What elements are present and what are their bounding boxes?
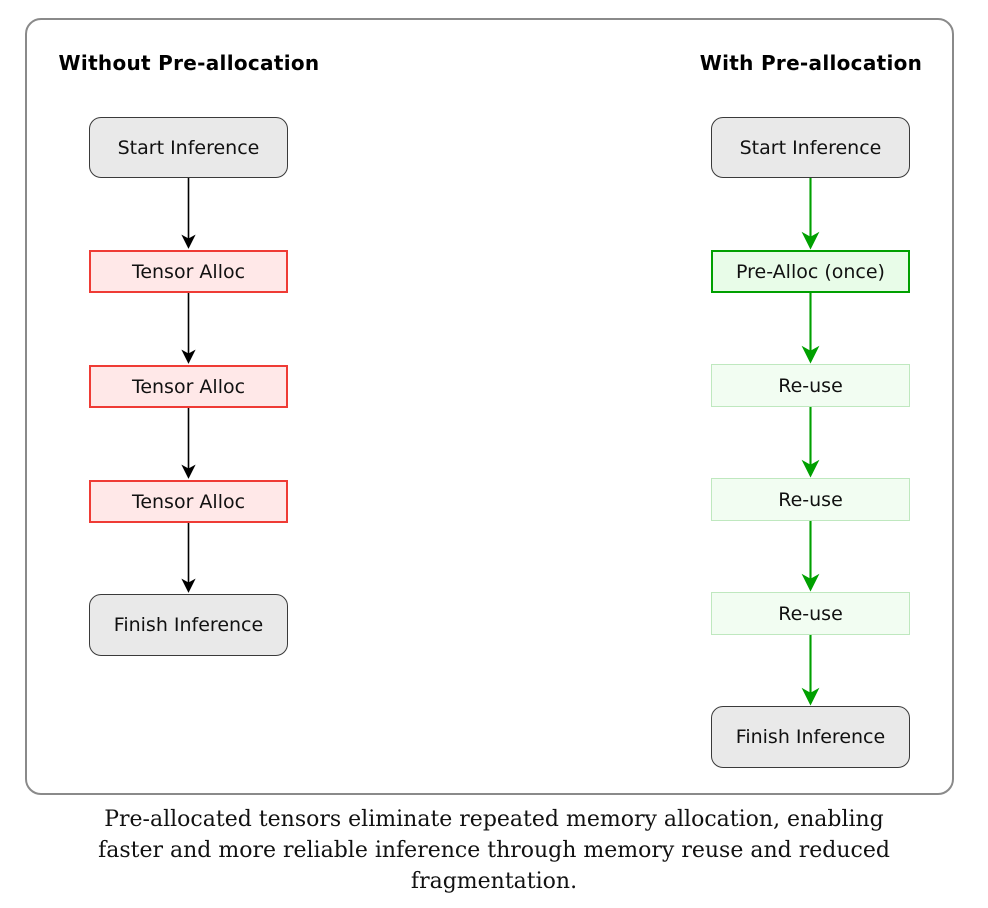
right-node-prealloc-once: Pre-Alloc (once): [711, 250, 910, 293]
right-node-reuse-1: Re-use: [711, 364, 910, 407]
left-node-finish-inference: Finish Inference: [89, 594, 288, 656]
caption-line-2: faster and more reliable inference throu…: [98, 838, 890, 863]
figure-caption: Pre-allocated tensors eliminate repeated…: [0, 804, 988, 897]
right-node-finish-inference: Finish Inference: [711, 706, 910, 768]
left-column-title: Without Pre-allocation: [58, 51, 320, 75]
caption-line-1: Pre-allocated tensors eliminate repeated…: [104, 807, 884, 832]
left-node-start-inference: Start Inference: [89, 117, 288, 178]
right-column-title: With Pre-allocation: [699, 51, 923, 75]
right-node-reuse-3: Re-use: [711, 592, 910, 635]
caption-line-3: fragmentation.: [410, 869, 578, 894]
left-node-tensor-alloc-3: Tensor Alloc: [89, 480, 288, 523]
right-node-start-inference: Start Inference: [711, 117, 910, 178]
left-node-tensor-alloc-2: Tensor Alloc: [89, 365, 288, 408]
left-node-tensor-alloc-1: Tensor Alloc: [89, 250, 288, 293]
right-node-reuse-2: Re-use: [711, 478, 910, 521]
